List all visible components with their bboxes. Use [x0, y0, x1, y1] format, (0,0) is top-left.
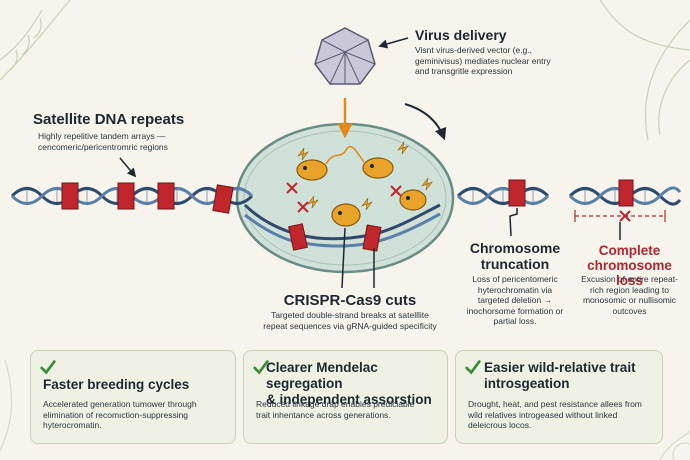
dna-truncation: [456, 187, 550, 205]
leader-line: [509, 208, 518, 237]
truncation-title: Chromosome truncation: [469, 240, 561, 272]
satellite-block: [618, 179, 634, 207]
excision-mark-icon: [619, 210, 631, 222]
satellite-title: Satellite DNA repeats: [33, 111, 185, 128]
satellite-block: [117, 182, 135, 210]
grass-leaf-icon: [0, 359, 690, 460]
leader-line: [119, 157, 137, 178]
benefit-card-introgression: Easier wild-relative trait introsgeation…: [455, 350, 663, 444]
grass-leaf-icon: [599, 0, 690, 141]
benefit-card-breeding: Faster breeding cycles Accelerated gener…: [30, 350, 236, 444]
satellite-block: [212, 184, 234, 214]
leader-line: [341, 227, 346, 289]
crispr-title: CRISPR-Cas9 cuts: [283, 292, 417, 309]
dna-nucleus: [243, 203, 441, 248]
card-title: Easier wild-relative trait introsgeation: [484, 360, 636, 391]
flow-arrow: [404, 103, 447, 141]
card-description: Drought, heat, and pest resistance allee…: [468, 399, 642, 430]
leader-line: [378, 37, 409, 49]
card-title: Faster breeding cycles: [43, 377, 190, 392]
check-icon: [40, 360, 56, 375]
card-description: Reduced linkage drap enables prediciable…: [256, 399, 415, 420]
card-description: Accelerated generation tumower through e…: [43, 399, 197, 430]
check-icon: [465, 360, 481, 375]
check-icon: [253, 360, 269, 375]
benefit-card-segregation: Clearer Mendelac segregation & independe…: [243, 350, 448, 444]
satellite-block: [288, 223, 308, 251]
loss-title: Complete chromosome loss: [587, 243, 672, 288]
grna-strand: [325, 145, 365, 165]
diagram-canvas: [10, 27, 682, 289]
crispr-description: Targeted double-strand breaks at satelll…: [263, 310, 437, 331]
loss-description: Excusion of entire repeat- rich region l…: [581, 274, 678, 316]
virus-title: Virus delivery: [415, 27, 507, 43]
satellite-block: [157, 182, 175, 210]
virus-description: Visnt virus-derived vector (e.g., gemini…: [415, 45, 551, 76]
card-title: Clearer Mendelac segregation & independe…: [266, 360, 432, 407]
satellite-description: Highly repelitive tandem arrays — cencom…: [38, 131, 168, 152]
wheat-leaf-icon: [0, 0, 71, 81]
satellite-block: [362, 224, 382, 252]
cas9-protein: [296, 157, 427, 227]
truncation-description: Loss of pericentomeric hyterochromatin v…: [466, 274, 564, 326]
satellite-block: [508, 179, 526, 207]
virus-capsid-icon: [314, 27, 376, 85]
cut-spark-icon: [297, 141, 433, 211]
satellite-block: [61, 182, 79, 210]
cut-mark-icon: [286, 182, 402, 213]
